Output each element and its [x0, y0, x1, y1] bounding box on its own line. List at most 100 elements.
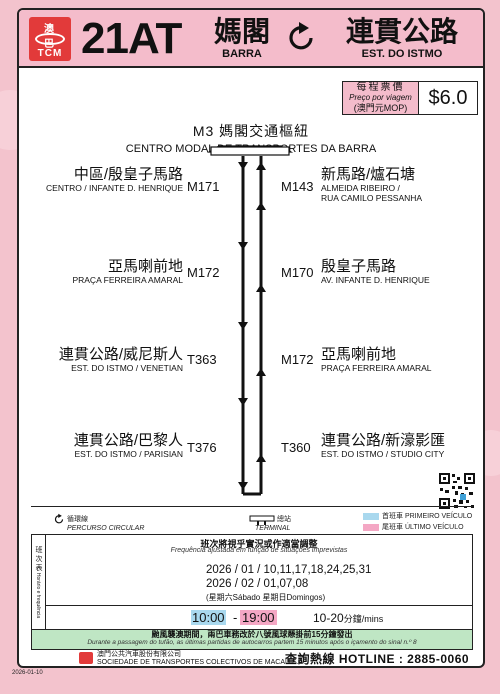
circular-arrow-icon: [54, 513, 64, 524]
legend-terminal-pt: TERMINAL: [255, 525, 291, 532]
typhoon-notice: 颱風襲澳期間，兩巴車務改於八號風球懸掛前15分鐘發出 Durante a pas…: [31, 630, 473, 650]
legend-circular: 循環線 PERCURSO CIRCULAR: [53, 513, 144, 532]
terminal-marker: [210, 146, 290, 156]
stop-code: M143: [281, 179, 314, 194]
stop-code: T360: [281, 440, 311, 455]
stop-name-pt: EST. DO ISTMO / STUDIO CITY: [321, 449, 445, 459]
footer: 澳門公共汽車股份有限公司 SOCIEDADE DE TRANSPORTES CO…: [31, 650, 473, 668]
origin: 媽閣 BARRA: [207, 16, 277, 60]
stop-code: M172: [187, 265, 220, 280]
legend-last-pt: ÚLTIMO VEÍCULO: [404, 524, 464, 531]
stop-right-1: 新馬路/爐石塘 ALMEIDA RIBEIRO / RUA CAMILO PES…: [321, 166, 471, 203]
route-board: 澳 巴 TCM 21AT 媽閣 BARRA 連貫公路 EST. DO ISTMO…: [17, 8, 485, 668]
schedule-side-label: 班 次 表 Horário e frequência: [32, 535, 46, 629]
stop-left-3: 連貫公路/威尼斯人 EST. DO ISTMO / VENETIAN: [23, 346, 183, 373]
last-departure: 19:00: [240, 610, 277, 625]
fare-label-unit: (澳門元MOP): [353, 103, 408, 113]
company-zh: 澳門公共汽車股份有限公司: [97, 651, 181, 658]
origin-pt: BARRA: [222, 48, 262, 60]
stop-code: M172: [281, 352, 314, 367]
legend: 循環線 PERCURSO CIRCULAR 總站 TERMINAL 首班車 PR…: [31, 506, 473, 540]
destination: 連貫公路 EST. DO ISTMO: [327, 16, 477, 60]
legend-circular-zh: 循環線: [66, 515, 88, 523]
stop-left-2: 亞馬喇前地 PRAÇA FERREIRA AMARAL: [23, 258, 183, 285]
stop-right-3: 亞馬喇前地 PRAÇA FERREIRA AMARAL: [321, 346, 471, 373]
stop-name-zh: 亞馬喇前地: [321, 346, 397, 363]
fare-label-zh: 每程票價: [356, 82, 405, 93]
legend-first-pt: PRIMEIRO VEÍCULO: [404, 513, 473, 520]
stop-name-pt: EST. DO ISTMO / PARISIAN: [74, 449, 183, 459]
route-header: 澳 巴 TCM 21AT 媽閣 BARRA 連貫公路 EST. DO ISTMO: [19, 10, 483, 68]
stop-code: T376: [187, 440, 217, 455]
first-swatch: [363, 512, 379, 520]
frequency-unit: 分鐘/mins: [343, 614, 384, 624]
schedule-title: 班次將視乎實況或作適當調整: [200, 539, 318, 549]
stop-name-zh: 亞馬喇前地: [107, 258, 183, 275]
side-pt: Horário e frequência: [35, 572, 41, 619]
stop-name-pt: PRAÇA FERREIRA AMARAL: [321, 363, 432, 373]
qr-code[interactable]: [438, 472, 476, 510]
legend-first: 首班車 PRIMEIRO VEÍCULO: [363, 511, 472, 521]
stop-name-pt-2: RUA CAMILO PESSANHA: [321, 193, 423, 203]
stop-name-zh: 殷皇子馬路: [321, 258, 397, 275]
print-date: 2026-01-10: [12, 670, 43, 676]
dates-line-2: 2026 / 02 / 01,07,08: [206, 578, 309, 590]
stop-code: M170: [281, 265, 314, 280]
stop-name-pt: EST. DO ISTMO / VENETIAN: [71, 363, 183, 373]
stop-name-pt: ALMEIDA RIBEIRO /: [321, 183, 400, 193]
logo-bottom-text: TCM: [37, 48, 63, 59]
destination-pt: EST. DO ISTMO: [361, 48, 443, 60]
schedule-subtitle: Frequência ajustada em função de situaçõ…: [170, 547, 348, 554]
stop-name-zh: 連貫公路/巴黎人: [73, 432, 183, 449]
legend-terminal-zh: 總站: [276, 515, 291, 523]
first-departure: 10:00: [191, 610, 226, 625]
stop-left-1: 中區/殷皇子馬路 CENTRO / INFANTE D. HENRIQUE: [23, 166, 183, 193]
hub-name-zh: M3 媽閣交通樞紐: [192, 123, 310, 139]
stop-name-zh: 連貫公路/威尼斯人: [58, 346, 183, 363]
stop-code: M171: [187, 179, 220, 194]
notice-pt: Durante a passagem do tufão, as últimas …: [87, 639, 417, 646]
fare-label-pt: Preço por viagem: [349, 93, 412, 102]
circular-arrow-icon: [289, 22, 313, 50]
stop-name-pt: CENTRO / INFANTE D. HENRIQUE: [46, 183, 183, 193]
schedule-box: 班 次 表 Horário e frequência 班次將視乎實況或作適當調整…: [31, 534, 473, 630]
legend-last-zh: 尾班車: [382, 524, 403, 531]
frequency: 10-20分鐘/mins: [313, 611, 383, 625]
company-name: 澳門公共汽車股份有限公司 SOCIEDADE DE TRANSPORTES CO…: [97, 651, 305, 667]
stop-name-pt: AV. INFANTE D. HENRIQUE: [321, 275, 430, 285]
tcm-logo: 澳 巴 TCM: [29, 17, 71, 61]
route-diagram: [206, 145, 294, 496]
legend-first-zh: 首班車: [382, 513, 403, 520]
stop-name-pt: PRAÇA FERREIRA AMARAL: [72, 275, 183, 285]
logo-emblem: [35, 33, 65, 45]
stop-right-2: 殷皇子馬路 AV. INFANTE D. HENRIQUE: [321, 258, 471, 285]
company-logo: [79, 652, 93, 664]
side-zh: 班 次 表: [35, 545, 42, 571]
origin-zh: 媽閣: [213, 16, 270, 47]
stop-left-4: 連貫公路/巴黎人 EST. DO ISTMO / PARISIAN: [23, 432, 183, 459]
stop-right-4: 連貫公路/新濠影匯 EST. DO ISTMO / STUDIO CITY: [321, 432, 471, 459]
route-number: 21AT: [81, 14, 182, 63]
dates-line-1: 2026 / 01 / 10,11,17,18,24,25,31: [206, 564, 372, 576]
destination-zh: 連貫公路: [345, 16, 458, 47]
company-pt: SOCIEDADE DE TRANSPORTES COLECTIVOS DE M…: [97, 659, 306, 666]
direction-arrows: [238, 162, 266, 490]
time-dash: -: [233, 610, 238, 625]
stop-name-zh: 連貫公路/新濠影匯: [321, 432, 446, 449]
legend-last: 尾班車 ÚLTIMO VEÍCULO: [363, 522, 464, 532]
fare-label: 每程票價 Preço por viagem (澳門元MOP): [343, 82, 419, 114]
legend-circular-pt: PERCURSO CIRCULAR: [67, 525, 145, 532]
fare-value: $6.0: [428, 87, 468, 109]
frequency-value: 10-20: [313, 611, 344, 625]
service-times: 10:00 - 19:00 10-20分鐘/mins: [46, 605, 472, 629]
stop-name-zh: 中區/殷皇子馬路: [73, 166, 183, 183]
fare-box: 每程票價 Preço por viagem (澳門元MOP) $6.0: [342, 81, 478, 115]
dates-line-3: (星期六Sábado 星期日Domingos): [206, 593, 326, 602]
stop-name-zh: 新馬路/爐石塘: [321, 166, 416, 183]
stop-code: T363: [187, 352, 217, 367]
terminal-icon: [249, 515, 275, 525]
legend-terminal: 總站 TERMINAL: [249, 513, 291, 532]
notice-zh: 颱風襲澳期間，兩巴車務改於八號風球懸掛前15分鐘發出: [151, 630, 353, 639]
last-swatch: [363, 523, 379, 531]
hotline[interactable]: 查詢熱線 HOTLINE : 2885-0060: [285, 652, 470, 666]
